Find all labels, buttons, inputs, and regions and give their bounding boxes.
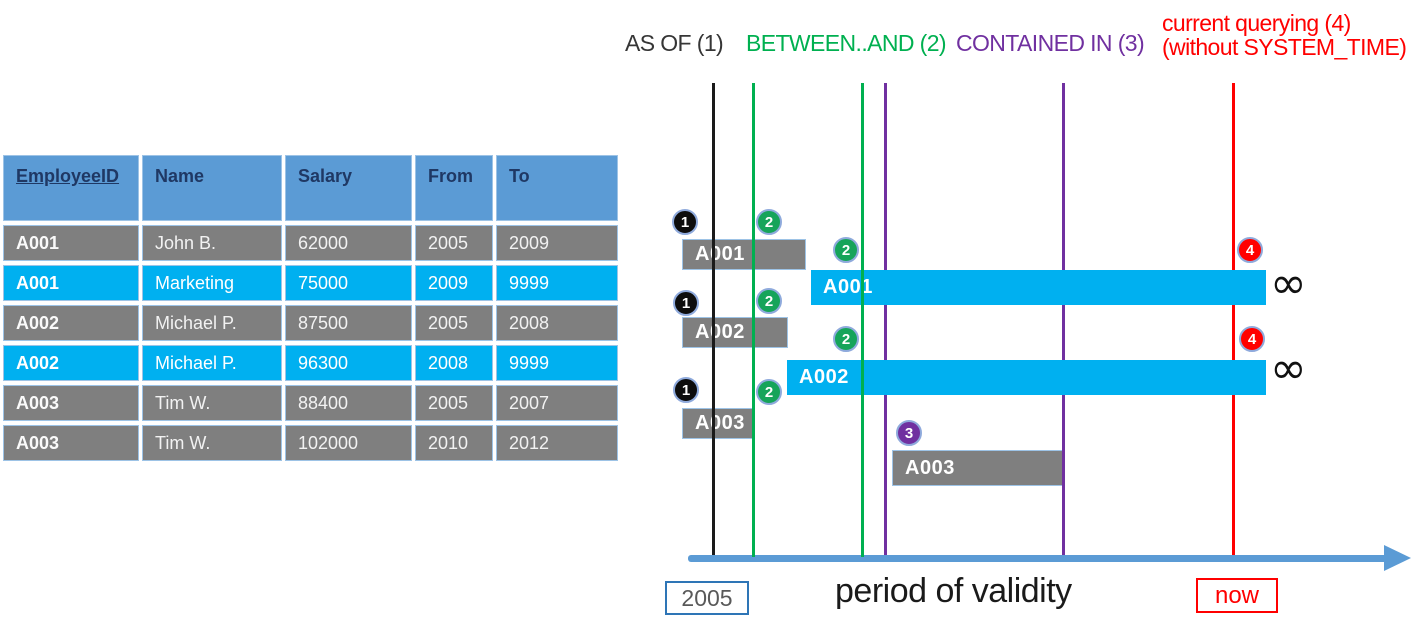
infinity-icon: ∞ [1270,343,1307,394]
infinity-icon: ∞ [1270,258,1307,309]
column-header-name: Name [142,155,282,221]
now-line [1232,83,1235,557]
axis-origin-box: 2005 [665,581,749,615]
legend-as-of: AS OF (1) [625,30,724,56]
cell-name: Michael P. [142,345,282,381]
bar-a001-current: A001 [811,270,1266,305]
cell-from: 2005 [415,305,493,341]
table-row: A002 Michael P. 87500 2005 2008 [3,305,618,341]
bar-a002-current: A002 [787,360,1266,395]
as-of-line [712,83,715,557]
axis-title: period of validity [835,572,1072,610]
cell-name: Michael P. [142,305,282,341]
badge-as-of-a001: 1 [672,209,698,235]
table-row-highlighted: A002 Michael P. 96300 2008 9999 [3,345,618,381]
bar-a003-history-1: A003 [682,408,754,439]
cell-name: John B. [142,225,282,261]
cell-employee-id: A003 [3,385,139,421]
contained-end-line [1062,83,1065,557]
badge-as-of-a003: 1 [673,377,699,403]
cell-name: Tim W. [142,425,282,461]
bar-a003-history-2: A003 [892,450,1063,486]
badge-between-a002b: 2 [833,326,859,352]
cell-salary: 75000 [285,265,412,301]
table-row-highlighted: A001 Marketing 75000 2009 9999 [3,265,618,301]
table-header-row: EmployeeID Name Salary From To [3,155,618,221]
cell-employee-id: A002 [3,305,139,341]
badge-current-a002: 4 [1239,326,1265,352]
column-header-employeeid: EmployeeID [3,155,139,221]
cell-from: 2005 [415,385,493,421]
badge-between-a002: 2 [756,288,782,314]
axis-now-box: now [1196,578,1278,613]
between-start-line [752,83,755,557]
time-axis-arrow-icon [1384,545,1411,571]
cell-from: 2009 [415,265,493,301]
cell-employee-id: A003 [3,425,139,461]
cell-to: 2008 [496,305,618,341]
column-header-from: From [415,155,493,221]
cell-employee-id: A002 [3,345,139,381]
cell-salary: 87500 [285,305,412,341]
badge-between-a001: 2 [756,209,782,235]
cell-from: 2010 [415,425,493,461]
legend-between-and: BETWEEN..AND (2) [746,30,947,56]
cell-to: 9999 [496,265,618,301]
column-header-employeeid-label: EmployeeID [16,166,120,186]
cell-salary: 96300 [285,345,412,381]
column-header-to: To [496,155,618,221]
badge-between-a001b: 2 [833,237,859,263]
badge-between-a003: 2 [756,379,782,405]
cell-from: 2008 [415,345,493,381]
legend-current-querying: current querying (4) (without SYSTEM_TIM… [1162,10,1407,60]
employee-table: EmployeeID Name Salary From To A001 John… [3,155,618,465]
badge-current-a001: 4 [1237,237,1263,263]
legend-current-querying-line2: (without SYSTEM_TIME) [1162,34,1407,60]
legend-contained-in: CONTAINED IN (3) [956,30,1145,56]
cell-employee-id: A001 [3,225,139,261]
legend-current-querying-line1: current querying (4) [1162,10,1351,36]
cell-to: 2007 [496,385,618,421]
cell-to: 2012 [496,425,618,461]
cell-salary: 102000 [285,425,412,461]
bar-a001-history: A001 [682,239,806,270]
cell-salary: 62000 [285,225,412,261]
cell-employee-id: A001 [3,265,139,301]
cell-name: Marketing [142,265,282,301]
badge-contained-a003: 3 [896,420,922,446]
table-row: A003 Tim W. 88400 2005 2007 [3,385,618,421]
cell-from: 2005 [415,225,493,261]
column-header-salary: Salary [285,155,412,221]
cell-name: Tim W. [142,385,282,421]
table-row: A001 John B. 62000 2005 2009 [3,225,618,261]
bar-a002-history: A002 [682,317,788,348]
cell-to: 2009 [496,225,618,261]
between-end-line [861,83,864,557]
badge-as-of-a002: 1 [673,290,699,316]
cell-salary: 88400 [285,385,412,421]
time-axis [688,555,1388,562]
table-row: A003 Tim W. 102000 2010 2012 [3,425,618,461]
cell-to: 9999 [496,345,618,381]
contained-start-line [884,83,887,557]
